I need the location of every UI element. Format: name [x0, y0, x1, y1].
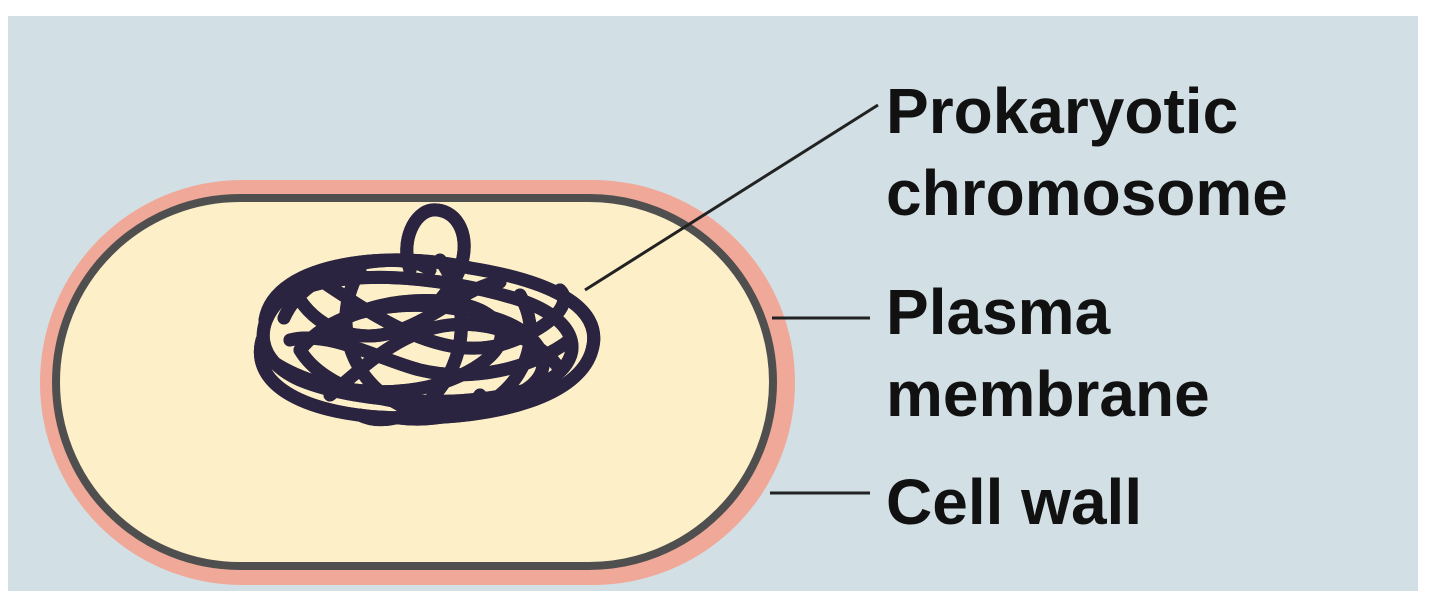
- membrane-label-line2: membrane: [886, 358, 1210, 430]
- membrane-label-line1: Plasma: [886, 276, 1111, 348]
- chromosome-label-line1: Prokaryotic: [886, 75, 1238, 147]
- cell-wall-label: Cell wall: [886, 466, 1142, 538]
- plasma-membrane: [52, 194, 777, 570]
- chromosome-label-line2: chromosome: [886, 157, 1288, 229]
- chromosome-leader-line: [584, 103, 879, 292]
- chromosome: [260, 210, 593, 420]
